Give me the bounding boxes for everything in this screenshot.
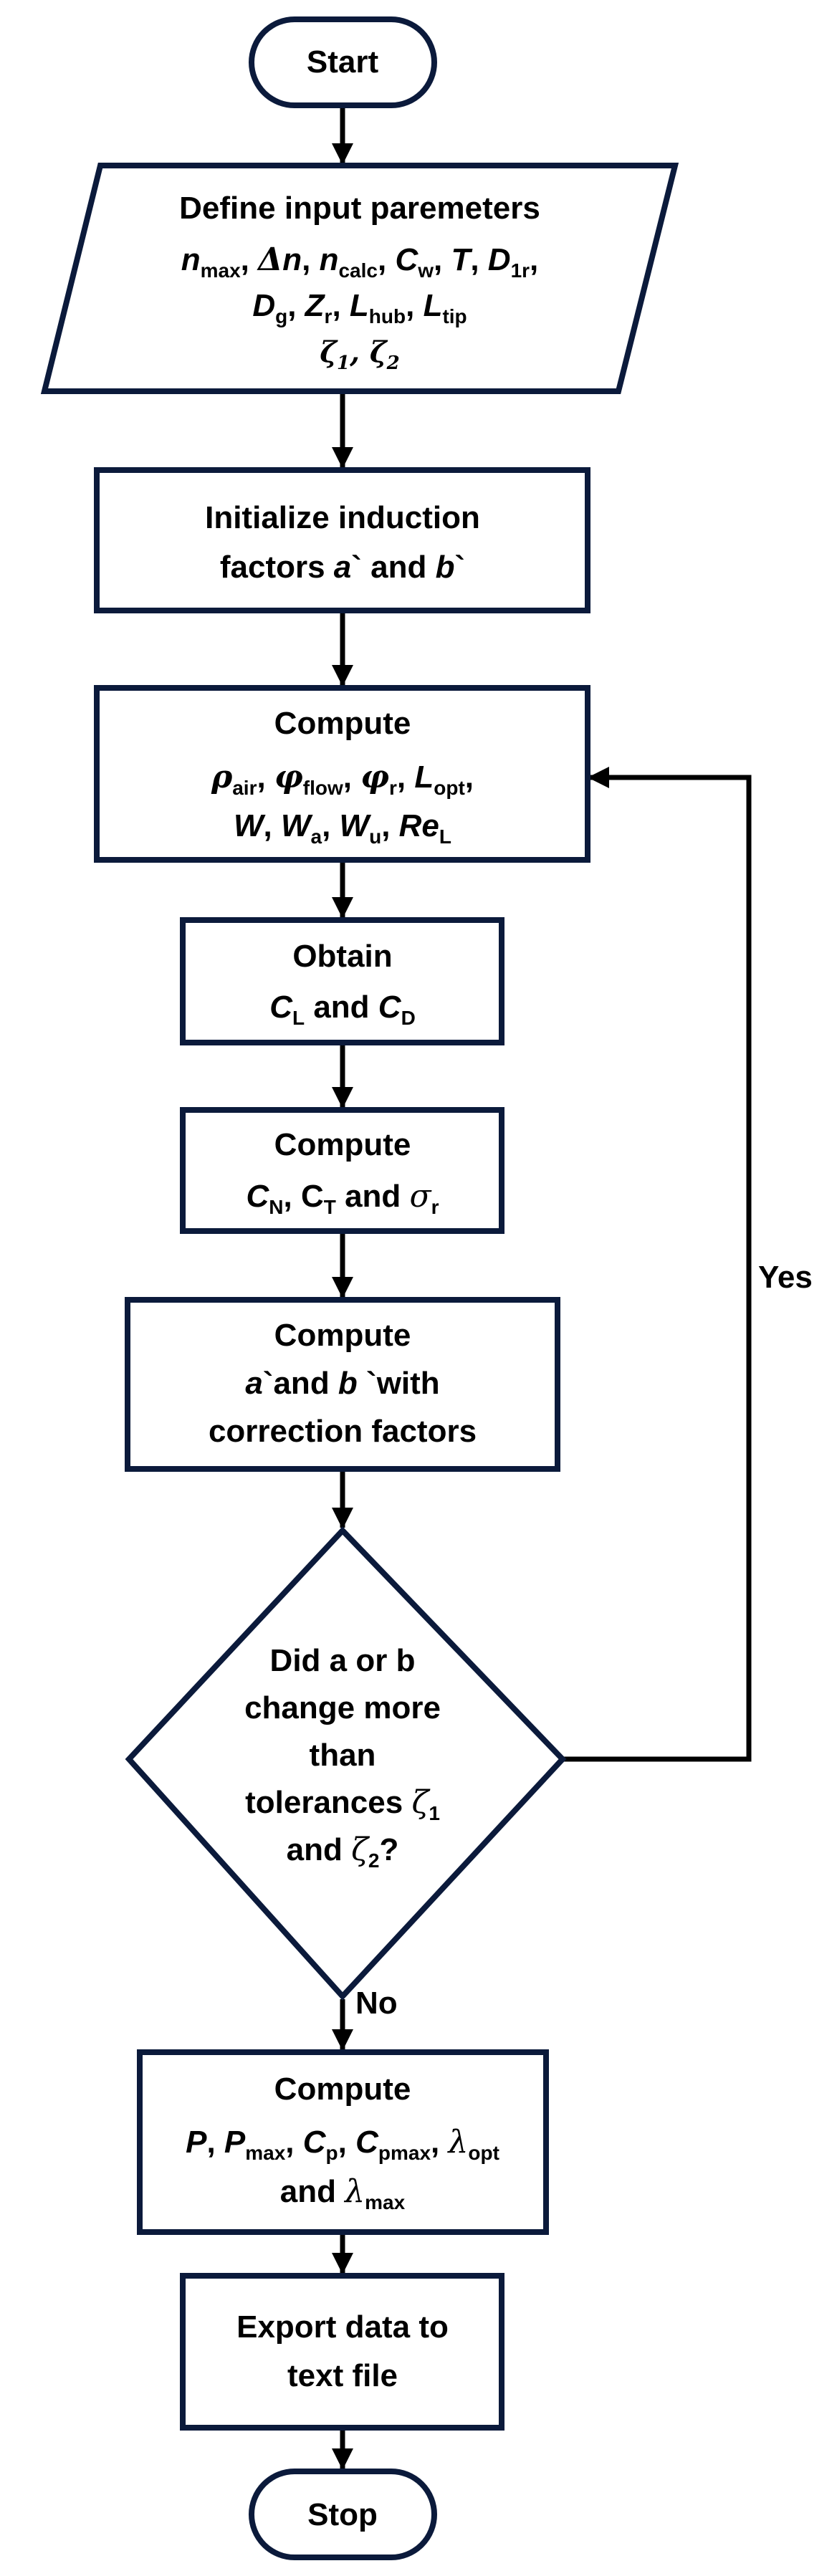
input-parameters-node: Define input paremeters nmax, Δn, ncalc,… xyxy=(40,163,679,394)
compute4-line3: and λmax xyxy=(280,2173,406,2213)
tolerance-decision-node: Did a or b change more than tolerances ζ… xyxy=(125,1526,567,2001)
stop-label: Stop xyxy=(307,2497,378,2532)
compute3-line3: correction factors xyxy=(209,1414,477,1449)
stop-node: Stop xyxy=(249,2469,437,2560)
input-params-line3: ζ1, ζ2 xyxy=(320,335,399,374)
compute1-line2: ρair, φflow, φr, Lopt, xyxy=(211,759,474,799)
decision-line5: and ζ2? xyxy=(287,1832,399,1872)
input-params-line2: Dg, Zr, Lhub, Ltip xyxy=(252,288,467,327)
compute-flow-node: Compute ρair, φflow, φr, Lopt, W, Wa, Wu… xyxy=(94,685,590,863)
compute-normal-tangential-node: Compute CN, CT and σr xyxy=(180,1107,504,1234)
edges xyxy=(332,105,752,2470)
init-line2: factors a` and b` xyxy=(220,550,465,585)
start-label: Start xyxy=(307,44,379,80)
edge-decision-yes-loop xyxy=(563,767,752,1762)
edge-label-no: No xyxy=(355,1986,398,2021)
compute1-title: Compute xyxy=(274,706,411,741)
decision-line4: tolerances ζ1 xyxy=(245,1784,440,1824)
decision-line3: than xyxy=(310,1738,376,1773)
compute2-line2: CN, CT and σr xyxy=(247,1178,439,1218)
obtain-coefficients-node: Obtain CL and CD xyxy=(180,917,504,1045)
decision-line2: change more xyxy=(244,1690,441,1725)
input-params-line1: nmax, Δn, ncalc, Cw, T, D1r, xyxy=(181,241,539,282)
initialize-node: Initialize induction factors a` and b` xyxy=(94,467,590,613)
export-data-node: Export data to text file xyxy=(180,2273,504,2431)
input-title: Define input paremeters xyxy=(179,191,540,226)
compute1-line3: W, Wa, Wu, ReL xyxy=(234,808,451,848)
compute-power-node: Compute P, Pmax, Cp, Cpmax, λopt and λma… xyxy=(137,2049,549,2235)
compute2-title: Compute xyxy=(274,1127,411,1162)
edge-label-yes: Yes xyxy=(758,1260,813,1295)
init-line1: Initialize induction xyxy=(205,500,480,535)
start-node: Start xyxy=(249,16,437,108)
compute-induction-node: Compute a`and b `with correction factors xyxy=(125,1297,560,1472)
obtain-line2: CL and CD xyxy=(269,990,416,1029)
export-line2: text file xyxy=(287,2358,398,2393)
compute4-line2: P, Pmax, Cp, Cpmax, λopt xyxy=(186,2124,499,2164)
decision-line1: Did a or b xyxy=(270,1643,416,1678)
obtain-title: Obtain xyxy=(292,939,392,974)
compute4-title: Compute xyxy=(274,2072,411,2107)
export-line1: Export data to xyxy=(236,2309,449,2345)
compute3-line2: a`and b `with xyxy=(245,1366,439,1401)
compute3-title: Compute xyxy=(274,1318,411,1353)
